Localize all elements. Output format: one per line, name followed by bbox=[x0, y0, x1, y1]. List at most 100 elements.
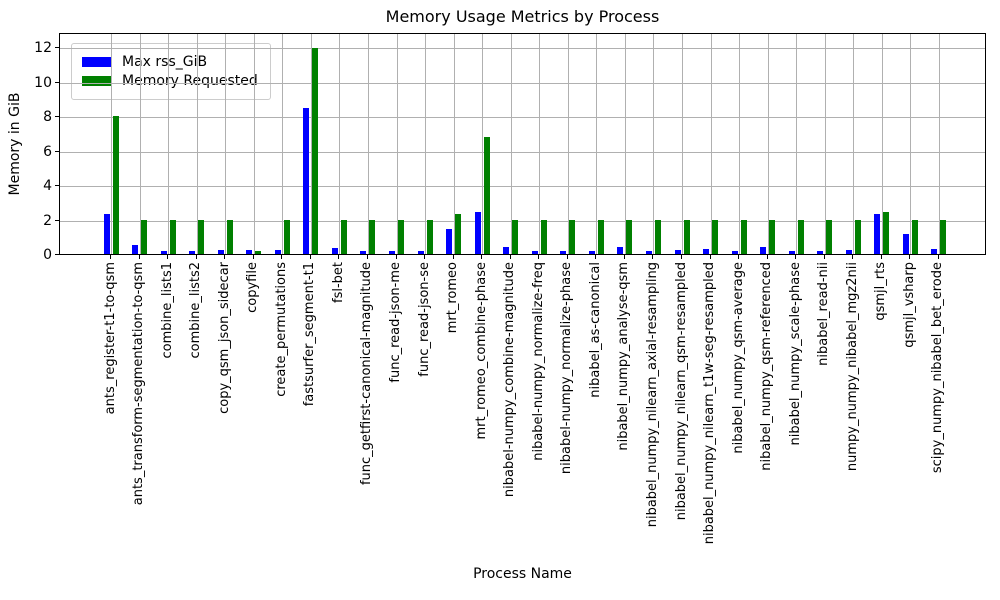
x-tick-label: scipy_numpy_nibabel_bet_erode bbox=[930, 262, 946, 474]
gridline-vertical bbox=[710, 34, 712, 254]
bar-max-rss bbox=[274, 249, 281, 254]
bar-max-rss bbox=[817, 251, 824, 254]
x-tick-mark bbox=[623, 255, 625, 259]
x-tick-mark bbox=[167, 255, 169, 259]
gridline-vertical bbox=[682, 34, 683, 254]
gridline-vertical bbox=[539, 34, 541, 254]
bar-memory-requested bbox=[512, 219, 519, 254]
x-tick-mark bbox=[424, 255, 426, 259]
bar-max-rss bbox=[246, 249, 253, 254]
x-tick-mark bbox=[481, 255, 483, 259]
x-tick-label: nibabel_numpy_nilearn_qsm-resampled bbox=[673, 262, 689, 521]
bar-memory-requested bbox=[712, 219, 719, 254]
bar-max-rss bbox=[446, 229, 453, 254]
y-tick-mark bbox=[55, 47, 59, 49]
x-tick-label: numpy_numpy_nibabel_mgz2nii bbox=[844, 262, 860, 472]
gridline-vertical bbox=[482, 34, 484, 254]
bar-max-rss bbox=[874, 213, 881, 254]
gridline-horizontal bbox=[60, 82, 985, 84]
bar-max-rss bbox=[531, 250, 538, 254]
gridline-vertical bbox=[453, 34, 455, 254]
x-tick-label: nibabel-numpy_normalize-freq bbox=[530, 262, 546, 461]
y-tick-mark bbox=[55, 219, 59, 221]
bar-memory-requested bbox=[226, 219, 233, 254]
gridline-vertical bbox=[111, 34, 112, 254]
y-tick-label: 4 bbox=[43, 178, 52, 195]
bar-memory-requested bbox=[141, 219, 148, 254]
y-tick-label: 12 bbox=[34, 40, 52, 57]
gridline-vertical bbox=[282, 34, 284, 254]
gridline-vertical bbox=[767, 34, 769, 254]
x-tick-mark bbox=[652, 255, 654, 259]
gridline-horizontal bbox=[60, 151, 985, 153]
bar-max-rss bbox=[931, 248, 938, 254]
bar-max-rss bbox=[703, 248, 710, 254]
x-tick-mark bbox=[595, 255, 597, 259]
bar-max-rss bbox=[560, 251, 567, 254]
bar-memory-requested bbox=[826, 219, 833, 254]
bar-max-rss bbox=[189, 250, 196, 254]
gridline-vertical bbox=[367, 34, 369, 254]
bar-max-rss bbox=[788, 251, 795, 254]
x-tick-mark bbox=[366, 255, 368, 259]
bar-memory-requested bbox=[883, 211, 890, 254]
gridline-vertical bbox=[739, 34, 741, 254]
x-tick-label: combine_lists1 bbox=[159, 262, 175, 359]
legend-swatch-green bbox=[82, 76, 112, 86]
x-tick-label: fastsurfer_segment-t1 bbox=[302, 262, 318, 407]
x-tick-label: qsmjl_vsharp bbox=[901, 262, 917, 348]
y-tick-label: 0 bbox=[43, 247, 52, 263]
legend: Max rss_GiB Memory Requested bbox=[71, 43, 271, 100]
x-tick-mark bbox=[738, 255, 740, 259]
y-tick-label: 2 bbox=[43, 212, 52, 229]
plot-area: Max rss_GiB Memory Requested bbox=[59, 33, 986, 255]
x-tick-label: create_permutations bbox=[273, 262, 289, 397]
bar-max-rss bbox=[617, 247, 624, 254]
x-tick-label: mrt_romeo bbox=[445, 262, 461, 334]
gridline-vertical bbox=[225, 34, 227, 254]
gridline-vertical bbox=[253, 34, 255, 254]
x-tick-label: nibabel-numpy_normalize-phase bbox=[559, 262, 575, 475]
y-tick-mark bbox=[55, 185, 59, 187]
gridline-vertical bbox=[425, 34, 427, 254]
bar-max-rss bbox=[902, 234, 909, 254]
x-tick-mark bbox=[309, 255, 311, 259]
bar-memory-requested bbox=[769, 219, 776, 254]
gridline-vertical bbox=[624, 34, 626, 254]
gridline-vertical bbox=[796, 34, 798, 254]
bar-max-rss bbox=[103, 213, 110, 254]
gridline-vertical bbox=[396, 34, 398, 254]
legend-entry-memory-requested: Memory Requested bbox=[82, 73, 258, 89]
gridline-vertical bbox=[196, 34, 198, 254]
bar-memory-requested bbox=[398, 219, 404, 254]
gridline-horizontal bbox=[60, 186, 985, 188]
bar-max-rss bbox=[132, 245, 139, 254]
gridline-vertical bbox=[567, 34, 569, 254]
y-tick-label: 8 bbox=[43, 109, 52, 126]
x-tick-mark bbox=[880, 255, 882, 259]
x-tick-mark bbox=[681, 255, 682, 259]
bar-memory-requested bbox=[312, 47, 319, 254]
x-tick-label: mrt_romeo_combine-phase bbox=[473, 262, 489, 440]
x-tick-label: copy_qsm_json_sidecar bbox=[216, 262, 232, 414]
bar-memory-requested bbox=[911, 219, 918, 254]
legend-label: Max rss_GiB bbox=[122, 54, 208, 70]
bar-memory-requested bbox=[455, 213, 462, 254]
bar-memory-requested bbox=[854, 219, 861, 254]
x-tick-label: nibabel_as-canonical bbox=[587, 262, 603, 398]
bar-memory-requested bbox=[597, 219, 604, 254]
x-tick-label: nibabel_numpy_nilearn_t1w-seg-resampled bbox=[702, 262, 718, 545]
x-tick-label: nibabel-numpy_combine-magnitude bbox=[502, 262, 518, 498]
bar-memory-requested bbox=[426, 219, 433, 254]
bar-max-rss bbox=[331, 247, 338, 254]
x-tick-label: nibabel_numpy_nilearn_axial-resampling bbox=[644, 262, 660, 528]
bar-memory-requested bbox=[626, 219, 633, 254]
x-tick-label: func_getfirst-canonical-magnitude bbox=[359, 262, 375, 486]
y-tick-label: 6 bbox=[43, 143, 52, 160]
y-tick-mark bbox=[55, 150, 59, 152]
x-tick-mark bbox=[509, 255, 511, 259]
y-tick-label: 10 bbox=[34, 74, 52, 91]
x-tick-mark bbox=[138, 255, 140, 259]
bar-memory-requested bbox=[569, 219, 576, 254]
bar-memory-requested bbox=[340, 219, 347, 254]
